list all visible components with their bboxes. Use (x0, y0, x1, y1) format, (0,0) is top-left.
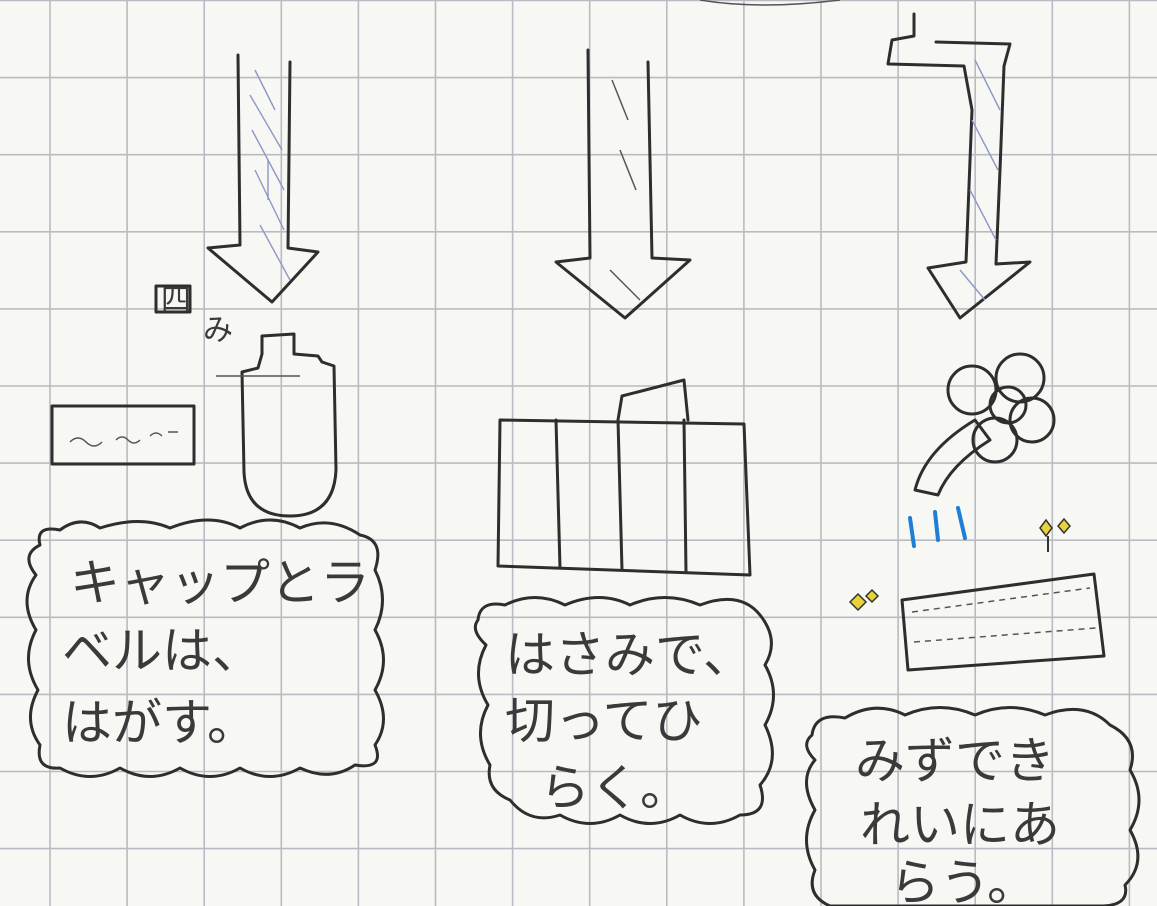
step-2-text-line-1: はさみで、 (505, 626, 753, 684)
step-3-text-line-3: らう。 (890, 854, 1037, 906)
step-1-text-line-2: ベルは、 (62, 622, 262, 680)
down-arrow-icon (556, 50, 690, 318)
bottle-icon (242, 334, 336, 516)
step-2: はさみで、 切ってひ らく。 (475, 50, 773, 824)
step-3-text-line-2: れいにあ (860, 796, 1060, 854)
cut-bottle-icon (498, 380, 750, 575)
step-number-suffix: み (203, 313, 233, 348)
down-arrow-icon (208, 55, 318, 302)
down-arrow-icon (888, 14, 1030, 318)
step-2-text-line-2: 切ってひ (505, 692, 703, 750)
sparkle-icon (1040, 519, 1070, 552)
step-1-text-line-3: はがす。 (62, 694, 257, 752)
sparkle-icon (850, 590, 878, 610)
step-3-text-line-1: みずでき (855, 732, 1055, 790)
step-2-text-line-3: らく。 (540, 759, 690, 817)
step-1: 四 み キャップとラ ベルは、 はがす。 (27, 55, 384, 777)
step-number: 四 (161, 283, 191, 318)
step-1-text-line-1: キャップとラ (70, 554, 370, 612)
label-strip-icon (52, 406, 194, 464)
shower-icon (915, 354, 1054, 495)
clean-tray-icon (902, 574, 1104, 670)
